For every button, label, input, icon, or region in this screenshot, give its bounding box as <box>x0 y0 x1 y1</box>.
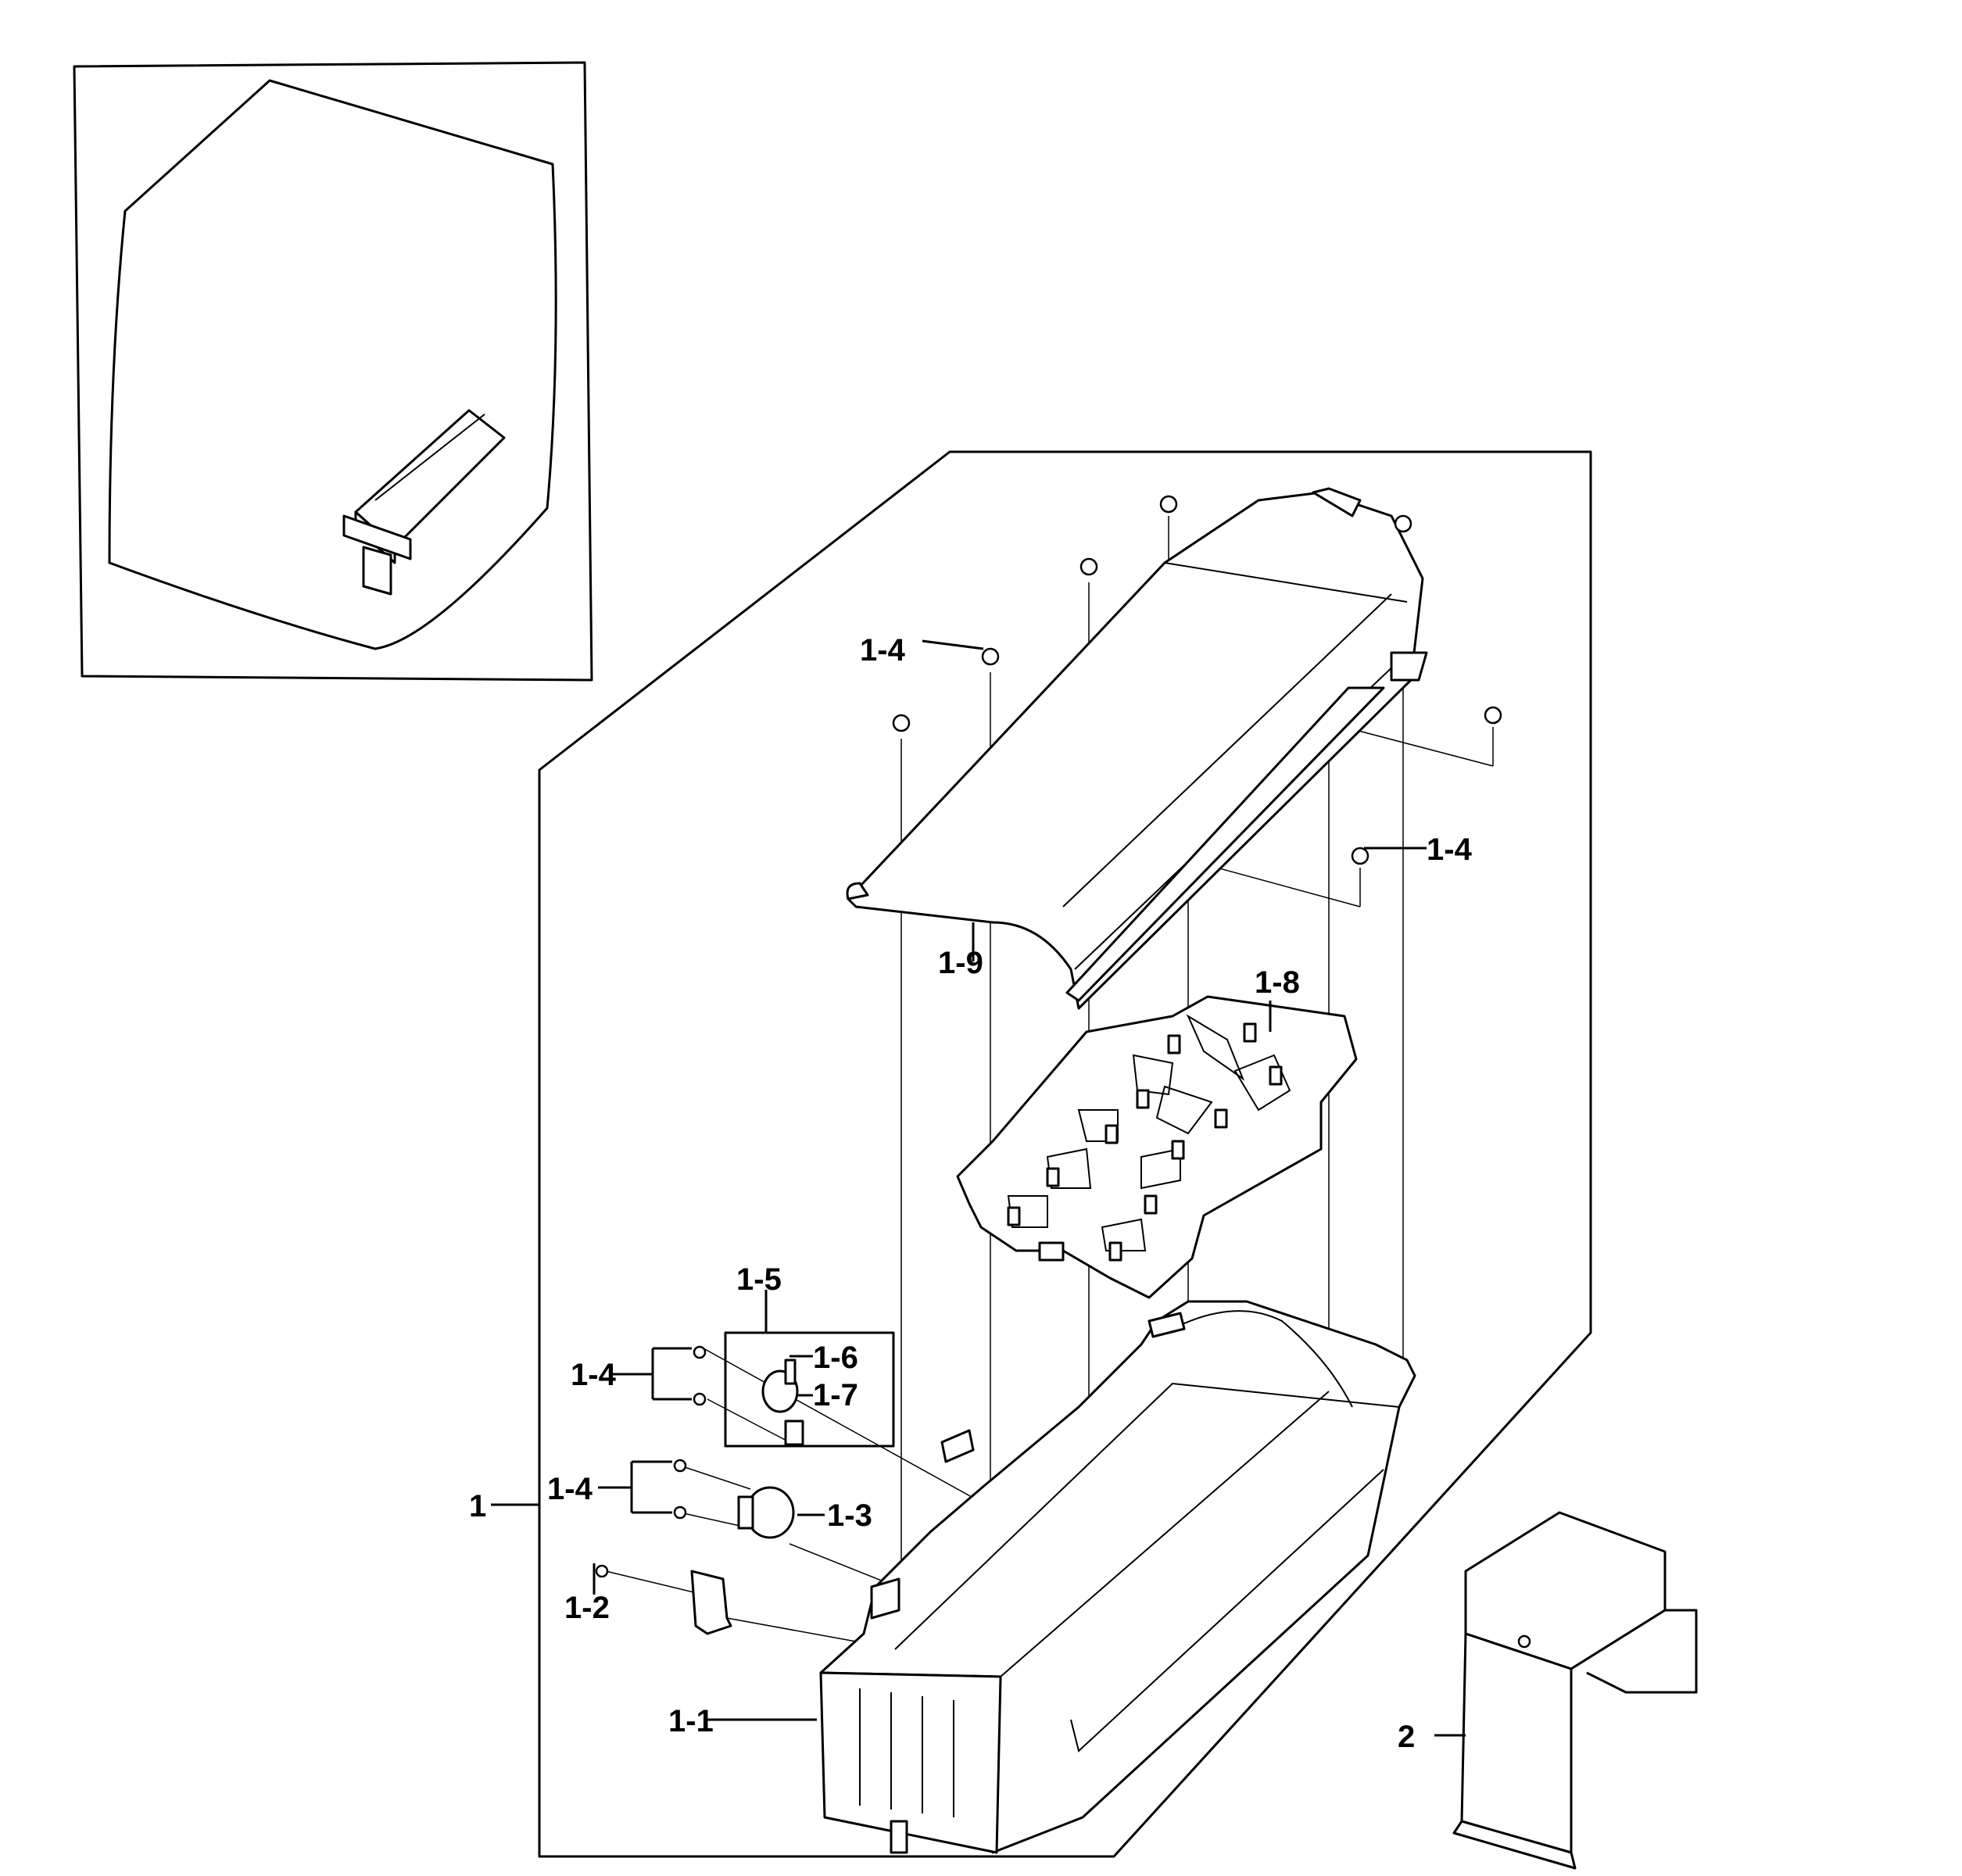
thermostat-1-5-box <box>724 1331 895 1448</box>
heater-housing <box>819 1300 1416 1854</box>
heater-terminal-row <box>1007 1022 1283 1262</box>
inset-heater-assembly <box>342 409 506 596</box>
callout-1-9: 1-9 <box>938 946 983 980</box>
thermostat-1-6-1-7 <box>761 1359 804 1446</box>
thermostat-1-3 <box>737 1486 795 1539</box>
callout-1-2: 1-2 <box>564 1591 610 1625</box>
callout-1-4-mid: 1-4 <box>571 1358 617 1392</box>
callout-1-7: 1-7 <box>813 1378 858 1412</box>
callout-2: 2 <box>1398 1720 1415 1754</box>
top-heater-cover <box>846 487 1428 1010</box>
callout-1-5: 1-5 <box>736 1262 782 1297</box>
assembly-boundary <box>538 450 1592 1858</box>
callout-1-6: 1-6 <box>813 1341 858 1375</box>
callout-1-4-top: 1-4 <box>860 633 906 668</box>
screws <box>595 495 1502 1578</box>
heater-element-plate <box>956 995 1358 1299</box>
callout-labels: 1-4 1-4 1-9 1-8 1-5 1-6 1-7 1-4 1-4 1-3 … <box>469 633 1473 1754</box>
callout-1: 1 <box>469 1489 486 1523</box>
overview-inset <box>73 61 593 682</box>
bracket-part-2 <box>1452 1511 1698 1870</box>
callout-1-1: 1-1 <box>668 1704 714 1738</box>
fuse-1-2 <box>690 1570 732 1635</box>
callout-1-3: 1-3 <box>827 1498 872 1533</box>
callout-1-8: 1-8 <box>1255 965 1300 1000</box>
callout-1-4-low: 1-4 <box>547 1472 593 1506</box>
callout-1-4-right: 1-4 <box>1427 832 1473 867</box>
leader-lines <box>491 639 1466 1737</box>
